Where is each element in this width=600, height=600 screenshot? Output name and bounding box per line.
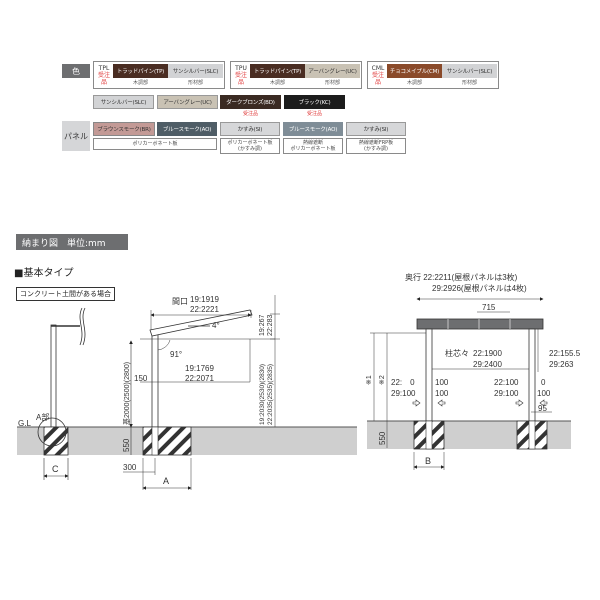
color-group-tpl: TPL 受注品 トラッドパイン(TP) サンシルバー(SLC) 木調部 形材部 — [93, 61, 225, 89]
inner-19: 19:1769 — [185, 364, 214, 373]
height-label: 基2000(2500)(2800) — [122, 362, 131, 425]
swatch-solid-dark-bronze[interactable]: ダークブロンズ(BD) — [220, 95, 281, 109]
panel-type-polycarbonate-kasumi: ポリカーボネート板 (かすみ調) — [220, 138, 280, 154]
panel-type-line: ポリカーボネート板 — [227, 140, 273, 146]
panel-type-polycarbonate: ポリカーボネート板 — [93, 138, 217, 150]
group-code: TPL — [98, 65, 110, 72]
right-l-22: 22:100 — [494, 378, 519, 387]
panel-type-heat-frp: 熱線遮断FRP板 (かすみ調) — [346, 138, 406, 154]
panel-type-line: (かすみ調) — [364, 146, 388, 152]
right-r-29: 100 — [537, 389, 551, 398]
dim-715: 715 — [482, 303, 496, 312]
slope-label: 4° — [212, 321, 220, 330]
b-label: B — [425, 456, 431, 466]
arrow-left-icon — [515, 399, 524, 407]
swatch-choco-maple[interactable]: チョコメイプル(CM) — [387, 64, 442, 78]
panel-type-heat-polycarbonate: 熱線遮断 ポリカーボネート板 — [283, 138, 343, 154]
depth-29: 29:2926(屋根パネルは4枚) — [432, 283, 527, 293]
color-group-tpu: TPU 受注品 トラッドパイン(TP) アーバングレー(UC) 木調部 形材部 — [230, 61, 362, 89]
panel-type-line: (かすみ調) — [238, 146, 262, 152]
swatch-solid-black[interactable]: ブラック(KC) — [284, 95, 345, 109]
swatch-solid-urban-gray[interactable]: アーバングレー(UC) — [157, 95, 218, 109]
sub-frame: 形材部 — [324, 80, 340, 86]
panel-blue-smoke-heat[interactable]: ブルースモーク(AO) — [283, 122, 343, 136]
left-side-view: G.L A部 C — [18, 307, 86, 480]
section-header: 納まり図 単位:mm — [16, 234, 128, 250]
swatch-trad-pine[interactable]: トラッドパイン(TP) — [250, 64, 305, 78]
required-badge: 受注品 — [234, 72, 247, 86]
panel-type-line: 熱線遮断 — [302, 140, 323, 146]
swatch-solid-sun-silver[interactable]: サンシルバー(SLC) — [93, 95, 154, 109]
right-top-19: 19:267 — [259, 314, 266, 336]
right-22: 22:155.5 — [549, 349, 581, 358]
a-part-label: A部 — [36, 412, 49, 422]
required-badge: 受注品 — [242, 111, 258, 117]
angle-label: 91° — [170, 350, 182, 359]
color-label: 色 — [62, 64, 90, 78]
arrow-right-icon — [539, 399, 548, 407]
pitch-label: 柱芯々 — [445, 348, 469, 358]
sub-wood: 木調部 — [132, 80, 148, 86]
right-h-22: 22:2035(2535)(2835) — [267, 364, 274, 425]
left-29: 29:100 — [391, 389, 416, 398]
opening-22: 22:2221 — [190, 305, 219, 314]
swatch-sun-silver[interactable]: サンシルバー(SLC) — [168, 64, 223, 78]
required-badge: 受注品 — [371, 72, 384, 86]
swatch-urban-gray[interactable]: アーバングレー(UC) — [305, 64, 360, 78]
front-view: 奥行 22:2211(屋根パネルは3枚) 29:2926(屋根パネルは4枚) 7… — [366, 272, 581, 470]
panel-label: パネル — [62, 121, 90, 151]
note2: ※2 — [379, 375, 386, 385]
swatch-sun-silver[interactable]: サンシルバー(SLC) — [442, 64, 497, 78]
group-code: CML — [371, 65, 385, 72]
color-group-cml: CML 受注品 チョコメイプル(CM) サンシルバー(SLC) 木調部 形材部 — [367, 61, 499, 89]
panel-type-line: 熱線遮断FRP板 — [358, 140, 394, 146]
subtitle: ■基本タイプ — [14, 268, 74, 279]
right-top-22: 22:283 — [267, 314, 274, 336]
dim-300: 300 — [123, 463, 137, 472]
dim-95: 95 — [538, 404, 547, 413]
opening-label: 間口 — [172, 297, 188, 306]
panel-kasumi[interactable]: かすみ(SI) — [220, 122, 280, 136]
swatch-trad-pine[interactable]: トラッドパイン(TP) — [113, 64, 168, 78]
right-r-22: 0 — [541, 378, 546, 387]
offset-150: 150 — [134, 374, 148, 383]
left-r-29: 100 — [435, 389, 449, 398]
sub-wood: 木調部 — [269, 80, 285, 86]
sub-frame: 形材部 — [187, 80, 203, 86]
gl-label: G.L — [18, 419, 31, 428]
panel-blue-smoke[interactable]: ブルースモーク(AO) — [157, 122, 217, 136]
a-label: A — [163, 476, 169, 486]
panel-type-line: ポリカーボネート板 — [290, 146, 336, 152]
arrow-right-icon — [437, 399, 446, 407]
main-side-view: 間口 19:1919 22:2221 4° 91° 19:1769 22:207… — [122, 295, 280, 490]
sub-frame: 形材部 — [461, 80, 477, 86]
group-code: TPU — [235, 65, 247, 72]
pitch-29: 29:2400 — [473, 360, 502, 369]
right-l-29: 29:100 — [494, 389, 519, 398]
right-29: 29:263 — [549, 360, 574, 369]
left-r-22: 100 — [435, 378, 449, 387]
c-label: C — [52, 464, 59, 474]
right-h-19: 19:2030(2530)(2830) — [259, 364, 266, 425]
depth-550: 550 — [122, 438, 131, 452]
panel-brown-smoke[interactable]: ブラウンスモーク(BR) — [93, 122, 155, 136]
panel-kasumi-frp[interactable]: かすみ(SI) — [346, 122, 406, 136]
left-22: 22: 0 — [391, 378, 415, 387]
required-badge: 受注品 — [306, 111, 322, 117]
arrow-left-icon — [412, 399, 421, 407]
concrete-note: コンクリート土間がある場合 — [16, 287, 115, 301]
depth-550: 550 — [378, 431, 387, 445]
pitch-22: 22:1900 — [473, 349, 502, 358]
depth-22: 奥行 22:2211(屋根パネルは3枚) — [405, 272, 518, 282]
note1: ※1 — [366, 375, 373, 385]
required-badge: 受注品 — [97, 72, 110, 86]
opening-19: 19:1919 — [190, 295, 219, 304]
panel-type-line: ポリカーボネート板 — [132, 141, 178, 147]
sub-wood: 木調部 — [406, 80, 422, 86]
inner-22: 22:2071 — [185, 374, 214, 383]
